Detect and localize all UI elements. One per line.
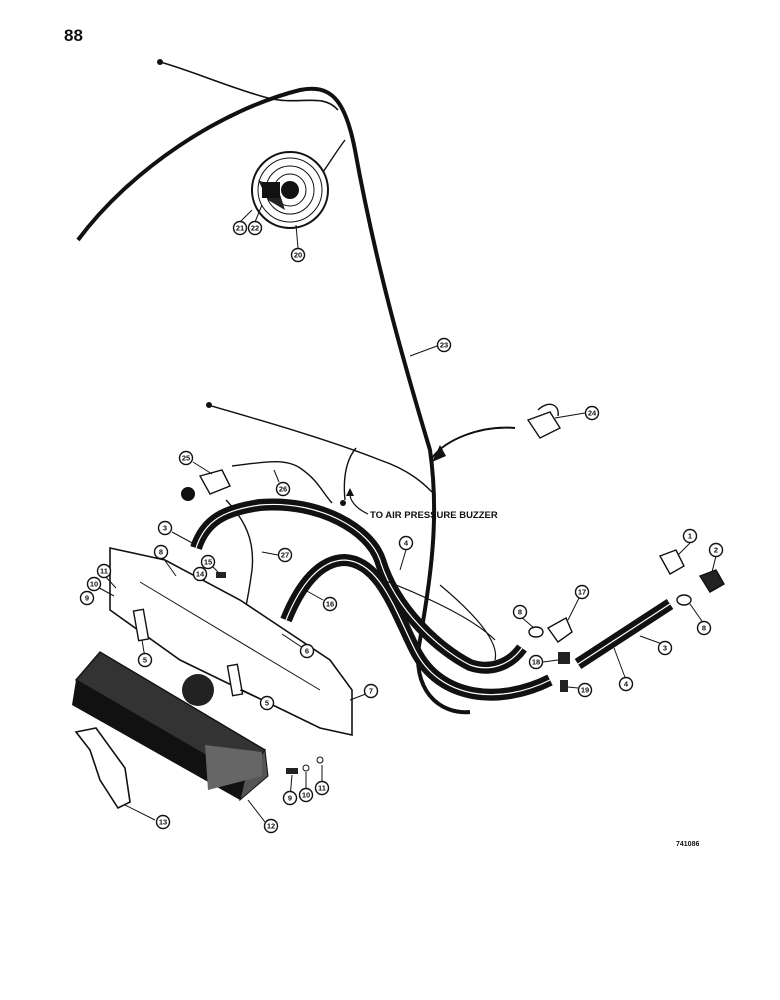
svg-text:6: 6 (305, 647, 309, 656)
svg-text:3: 3 (663, 644, 667, 653)
hose-clip (526, 403, 562, 439)
svg-text:5: 5 (143, 656, 147, 665)
svg-text:4: 4 (624, 680, 629, 689)
callout-14: 14 (192, 566, 208, 582)
callout-17: 17 (574, 584, 590, 600)
callout-4-lower: 4 (618, 676, 634, 692)
svg-text:4: 4 (404, 539, 409, 548)
svg-text:10: 10 (90, 580, 98, 589)
callout-3-upper: 3 (157, 520, 173, 536)
callout-16: 16 (322, 596, 338, 612)
svg-text:18: 18 (532, 658, 540, 667)
svg-text:15: 15 (204, 558, 212, 567)
callout-26: 26 (275, 481, 291, 497)
drawing-number: 741086 (676, 841, 699, 848)
callout-8-hose: 8 (512, 604, 528, 620)
callout-27: 27 (277, 547, 293, 563)
bracket-plate (109, 547, 353, 736)
svg-text:12: 12 (267, 822, 275, 831)
svg-text:25: 25 (182, 454, 190, 463)
callout-5-right: 5 (259, 695, 275, 711)
svg-text:8: 8 (159, 548, 163, 557)
page-number: 88 (64, 26, 83, 45)
svg-text:26: 26 (279, 485, 287, 494)
callout-24: 24 (584, 405, 600, 421)
callout-6: 6 (299, 643, 315, 659)
callout-7: 7 (363, 683, 379, 699)
mounting-bracket (74, 727, 131, 810)
callout-18: 18 (528, 654, 544, 670)
fan-assembly (251, 151, 329, 229)
callout-10-left: 10 (86, 576, 102, 592)
svg-text:9: 9 (288, 794, 292, 803)
callout-19: 19 (577, 682, 593, 698)
callout-3-lower: 3 (657, 640, 673, 656)
svg-text:2: 2 (714, 546, 718, 555)
svg-text:11: 11 (318, 784, 326, 793)
svg-text:14: 14 (196, 570, 205, 579)
callout-2: 2 (708, 542, 724, 558)
callout-15: 15 (200, 554, 216, 570)
svg-text:22: 22 (251, 224, 259, 233)
callout-5-left: 5 (137, 652, 153, 668)
callout-4-upper: 4 (398, 535, 414, 551)
svg-text:17: 17 (578, 588, 586, 597)
callout-13: 13 (155, 814, 171, 830)
callout-9-right: 9 (282, 790, 298, 806)
callout-25: 25 (178, 450, 194, 466)
svg-text:27: 27 (281, 551, 289, 560)
callout-11-right: 11 (314, 780, 330, 796)
svg-text:9: 9 (85, 594, 89, 603)
callout-10-right: 10 (298, 787, 314, 803)
svg-text:8: 8 (702, 624, 706, 633)
svg-text:20: 20 (294, 251, 302, 260)
fittings (170, 469, 725, 692)
callout-8-right: 8 (696, 620, 712, 636)
callout-20: 20 (290, 247, 306, 263)
heater-hoses (190, 498, 674, 701)
callout-21: 21 (232, 220, 248, 236)
svg-text:10: 10 (302, 791, 310, 800)
air-pressure-buzzer-label: TO AIR PRESSURE BUZZER (370, 510, 498, 521)
svg-text:1: 1 (688, 532, 692, 541)
svg-text:3: 3 (163, 524, 167, 533)
svg-text:8: 8 (518, 608, 522, 617)
svg-text:13: 13 (159, 818, 167, 827)
callout-22: 22 (247, 220, 263, 236)
callout-23: 23 (436, 337, 452, 353)
callout-8-left: 8 (153, 544, 169, 560)
callout-9-left: 9 (79, 590, 95, 606)
svg-text:24: 24 (588, 409, 597, 418)
svg-text:16: 16 (326, 600, 334, 609)
svg-text:11: 11 (100, 567, 108, 576)
svg-text:19: 19 (581, 686, 589, 695)
leader-lines (93, 204, 717, 823)
callout-11-left: 11 (96, 563, 112, 579)
svg-text:5: 5 (265, 699, 269, 708)
callout-1: 1 (682, 528, 698, 544)
heater-box (72, 651, 269, 802)
svg-text:21: 21 (236, 224, 244, 233)
svg-text:23: 23 (440, 341, 448, 350)
callout-12: 12 (263, 818, 279, 834)
svg-text:7: 7 (369, 687, 373, 696)
